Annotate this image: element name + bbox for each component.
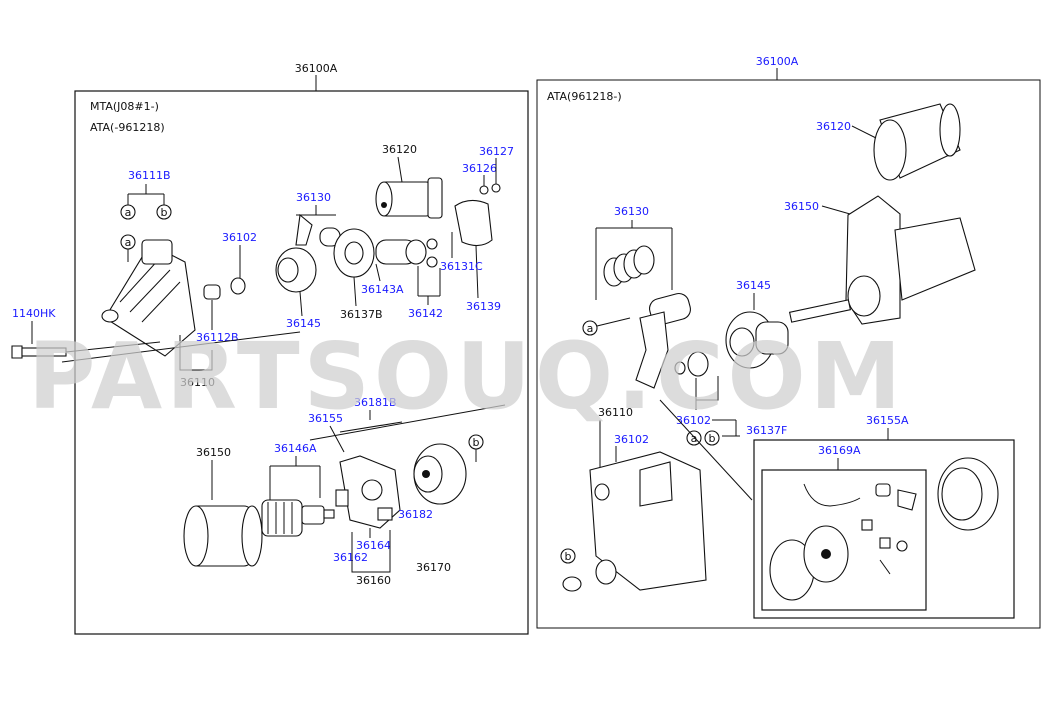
part-label-1140HK[interactable]: 1140HK <box>12 307 56 320</box>
part-label-36131C-left[interactable]: 36131C <box>440 260 483 273</box>
subassembly-frame-36155A <box>753 439 1015 619</box>
part-label-36110-left[interactable]: 36110 <box>180 376 215 389</box>
callout-b-right-bottom: b <box>565 550 572 563</box>
part-label-36160-left[interactable]: 36160 <box>356 574 391 587</box>
motor-assembly-right <box>788 195 976 325</box>
left-variant-1: MTA(J08#1-) <box>90 100 159 113</box>
part-label-36143A-left[interactable]: 36143A <box>361 283 404 296</box>
drive-housing-right <box>589 451 707 591</box>
part-label-36110-right[interactable]: 36110 <box>598 406 633 419</box>
part-label-36155A-right[interactable]: 36155A <box>866 414 909 427</box>
yoke-assembly <box>183 505 263 567</box>
right-panel: 36100A ATA(961218-) 36120 36150 36130 <box>536 55 1041 629</box>
part-label-36170-left[interactable]: 36170 <box>416 561 451 574</box>
part-label-36182-left[interactable]: 36182 <box>398 508 433 521</box>
left-assembly-number: 36100A <box>295 62 338 75</box>
part-label-36150-right[interactable]: 36150 <box>784 200 819 213</box>
part-label-36150-left[interactable]: 36150 <box>196 446 231 459</box>
part-label-36181B-left[interactable]: 36181B <box>354 396 397 409</box>
solenoid-switch <box>375 177 443 219</box>
part-label-36155-left[interactable]: 36155 <box>308 412 343 425</box>
part-label-36102-right-top[interactable]: 36102 <box>676 414 711 427</box>
brush-holder-right <box>769 483 917 601</box>
part-label-36130-right[interactable]: 36130 <box>614 205 649 218</box>
part-label-36164-left[interactable]: 36164 <box>356 539 391 552</box>
part-label-36127-left[interactable]: 36127 <box>479 145 514 158</box>
part-label-36145-right[interactable]: 36145 <box>736 279 771 292</box>
part-label-36139-left[interactable]: 36139 <box>466 300 501 313</box>
solenoid-switch-right <box>873 103 961 181</box>
part-label-36145-left[interactable]: 36145 <box>286 317 321 330</box>
part-label-36111B-left[interactable]: 36111B <box>128 169 171 182</box>
right-variant-1: ATA(961218-) <box>547 90 622 103</box>
rear-cover <box>413 443 467 505</box>
end-cover-right <box>937 457 999 531</box>
part-label-36126-left[interactable]: 36126 <box>462 162 497 175</box>
right-assembly-number: 36100A <box>756 55 799 68</box>
part-label-36120-right[interactable]: 36120 <box>816 120 851 133</box>
callout-a-left-housing: a <box>125 236 132 249</box>
left-panel-frame <box>74 90 529 635</box>
overrunning-clutch-right <box>725 311 789 369</box>
part-label-36102-left[interactable]: 36102 <box>222 231 257 244</box>
shift-lever-right <box>635 292 691 389</box>
part-label-36146A-left[interactable]: 36146A <box>274 442 317 455</box>
callout-a-right-top: a <box>587 322 594 335</box>
brush-holder <box>335 455 401 529</box>
part-label-36162-left[interactable]: 36162 <box>333 551 368 564</box>
part-label-36169A-right[interactable]: 36169A <box>818 444 861 457</box>
left-panel: 36100A MTA(J08#1-) ATA(-961218) 36120 36… <box>11 62 529 635</box>
part-label-36137B-left[interactable]: 36137B <box>340 308 383 321</box>
left-variant-2: ATA(-961218) <box>90 121 165 134</box>
callout-b-left-top: b <box>161 206 168 219</box>
part-label-36142-left[interactable]: 36142 <box>408 307 443 320</box>
callout-b-right-mid: b <box>709 432 716 445</box>
part-label-36137F-right[interactable]: 36137F <box>746 424 787 437</box>
part-label-36130-left[interactable]: 36130 <box>296 191 331 204</box>
part-label-36102-right-bottom[interactable]: 36102 <box>614 433 649 446</box>
spring <box>603 245 655 287</box>
watermark-text: PARTSOUQ.COM <box>28 323 905 430</box>
callout-a-right-mid: a <box>691 432 698 445</box>
part-label-36120-left[interactable]: 36120 <box>382 143 417 156</box>
callout-a-left-top: a <box>125 206 132 219</box>
armature <box>261 499 335 537</box>
front-housing: a <box>101 234 196 357</box>
callout-b-left-cover: b <box>473 436 480 449</box>
subassembly-frame-36169A <box>761 469 927 611</box>
